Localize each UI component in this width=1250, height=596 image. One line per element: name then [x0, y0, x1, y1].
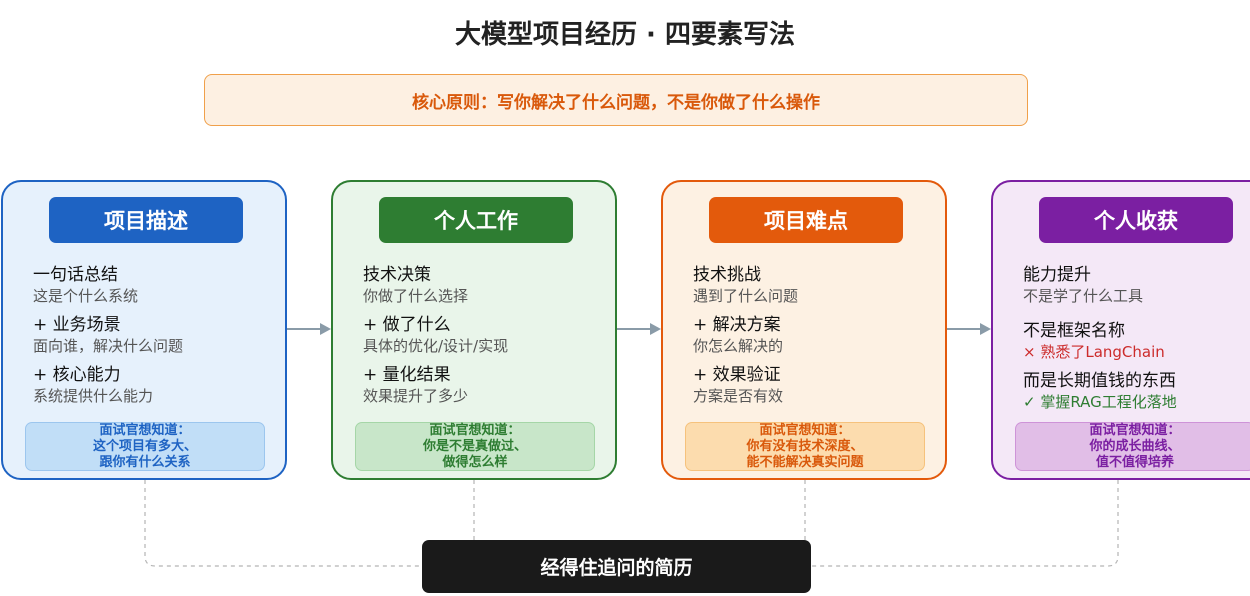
item-title: + 效果验证 — [693, 365, 781, 385]
connector-card-1 — [144, 480, 422, 567]
arrow-right-icon — [287, 323, 331, 335]
card-items: 技术挑战 遇到了什么问题 + 解决方案 你怎么解决的 + 效果验证 方案是否有效 — [693, 264, 933, 414]
list-item: 而是长期值钱的东西 ✓ 掌握RAG工程化落地 — [1023, 370, 1250, 412]
list-item: + 核心能力 系统提供什么能力 — [33, 364, 273, 406]
note-line: 你是不是真做过、 — [422, 438, 527, 454]
card-header: 个人收获 — [1039, 197, 1233, 243]
card-header: 项目难点 — [709, 197, 903, 243]
item-title: 而是长期值钱的东西 — [1023, 371, 1176, 391]
list-item: 一句话总结 这是个什么系统 — [33, 264, 273, 306]
item-title: 技术挑战 — [693, 265, 761, 285]
card-header: 个人工作 — [379, 197, 573, 243]
note-label: 面试官想知道： — [99, 422, 191, 438]
list-item: + 量化结果 效果提升了多少 — [363, 364, 603, 406]
item-desc: 系统提供什么能力 — [33, 387, 154, 405]
interviewer-note: 面试官想知道： 你有没有技术深度、 能不能解决真实问题 — [685, 422, 925, 471]
card-header: 项目描述 — [49, 197, 243, 243]
card-items: 能力提升 不是学了什么工具 不是框架名称 × 熟悉了LangChain 而是长期… — [1023, 264, 1250, 420]
item-desc: 遇到了什么问题 — [693, 287, 799, 305]
page-title: 大模型项目经历 · 四要素写法 — [455, 20, 795, 50]
list-item: 能力提升 不是学了什么工具 — [1023, 264, 1250, 306]
arrow-right-icon — [617, 323, 661, 335]
note-label: 面试官想知道： — [429, 422, 521, 438]
list-item: 技术决策 你做了什么选择 — [363, 264, 603, 306]
card-project-difficulty: 项目难点 技术挑战 遇到了什么问题 + 解决方案 你怎么解决的 + 效果验证 方… — [661, 180, 947, 480]
interviewer-note: 面试官想知道： 你是不是真做过、 做得怎么样 — [355, 422, 595, 471]
item-desc-positive: ✓ 掌握RAG工程化落地 — [1023, 393, 1177, 411]
item-title: 不是框架名称 — [1023, 321, 1125, 341]
item-desc: 具体的优化/设计/实现 — [363, 337, 509, 355]
list-item: + 解决方案 你怎么解决的 — [693, 314, 933, 356]
item-title: 一句话总结 — [33, 265, 118, 285]
item-desc: 面向谁，解决什么问题 — [33, 337, 184, 355]
list-item: + 效果验证 方案是否有效 — [693, 364, 933, 406]
item-desc: 效果提升了多少 — [363, 387, 469, 405]
item-desc-negative: × 熟悉了LangChain — [1023, 343, 1165, 361]
item-title: 技术决策 — [363, 265, 431, 285]
list-item: + 做了什么 具体的优化/设计/实现 — [363, 314, 603, 356]
item-title: + 量化结果 — [363, 365, 451, 385]
note-line: 做得怎么样 — [442, 454, 508, 470]
card-personal-work: 个人工作 技术决策 你做了什么选择 + 做了什么 具体的优化/设计/实现 + 量… — [331, 180, 617, 480]
item-desc: 你做了什么选择 — [363, 287, 469, 305]
card-items: 一句话总结 这是个什么系统 + 业务场景 面向谁，解决什么问题 + 核心能力 系… — [33, 264, 273, 414]
core-principle-banner: 核心原则：写你解决了什么问题，不是你做了什么操作 — [204, 74, 1028, 126]
interviewer-note: 面试官想知道： 你的成长曲线、 值不值得培养 — [1015, 422, 1250, 471]
list-item: 不是框架名称 × 熟悉了LangChain — [1023, 320, 1250, 362]
item-title: + 核心能力 — [33, 365, 121, 385]
item-desc: 方案是否有效 — [693, 387, 784, 405]
card-project-description: 项目描述 一句话总结 这是个什么系统 + 业务场景 面向谁，解决什么问题 + 核… — [1, 180, 287, 480]
connector-card-4 — [811, 480, 1119, 567]
note-line: 跟你有什么关系 — [99, 454, 191, 470]
note-label: 面试官想知道： — [759, 422, 851, 438]
list-item: + 业务场景 面向谁，解决什么问题 — [33, 314, 273, 356]
note-line: 值不值得培养 — [1095, 454, 1174, 470]
note-line: 你有没有技术深度、 — [746, 438, 864, 454]
summary-box: 经得住追问的简历 — [422, 540, 811, 593]
note-label: 面试官想知道： — [1089, 422, 1181, 438]
arrow-right-icon — [947, 323, 991, 335]
card-items: 技术决策 你做了什么选择 + 做了什么 具体的优化/设计/实现 + 量化结果 效… — [363, 264, 603, 414]
list-item: 技术挑战 遇到了什么问题 — [693, 264, 933, 306]
item-title: + 做了什么 — [363, 315, 451, 335]
note-line: 能不能解决真实问题 — [746, 454, 864, 470]
item-desc: 你怎么解决的 — [693, 337, 784, 355]
item-title: + 解决方案 — [693, 315, 781, 335]
interviewer-note: 面试官想知道： 这个项目有多大、 跟你有什么关系 — [25, 422, 265, 471]
item-title: + 业务场景 — [33, 315, 121, 335]
item-desc: 不是学了什么工具 — [1023, 287, 1144, 305]
item-title: 能力提升 — [1023, 265, 1091, 285]
item-desc: 这是个什么系统 — [33, 287, 139, 305]
card-personal-gains: 个人收获 能力提升 不是学了什么工具 不是框架名称 × 熟悉了LangChain… — [991, 180, 1250, 480]
note-line: 这个项目有多大、 — [92, 438, 197, 454]
note-line: 你的成长曲线、 — [1089, 438, 1181, 454]
